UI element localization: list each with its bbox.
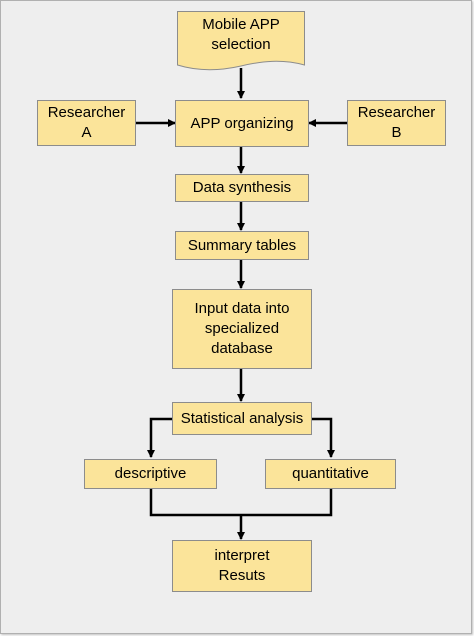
node-summary-tables: Summary tables [175,231,309,260]
node-researcher-a: Researcher A [37,100,136,146]
document-shape [177,11,305,71]
node-mobile-app-selection: Mobile APP selection [202,16,280,53]
node-descriptive: descriptive [84,459,217,489]
arrow-analysis-to-descriptive [147,417,175,458]
node-app-organizing: APP organizing [175,100,309,147]
node-input-data: Input data into specialized database [172,289,312,369]
line-descriptive-merge [149,489,333,517]
node-researcher-b: Researcher B [347,100,446,146]
arrow-analysis-to-quantitative [309,417,335,458]
node-quantitative: quantitative [265,459,396,489]
node-data-synthesis: Data synthesis [175,174,309,202]
node-interpret-results: interpret Resuts [172,540,312,592]
node-statistical-analysis: Statistical analysis [172,402,312,435]
